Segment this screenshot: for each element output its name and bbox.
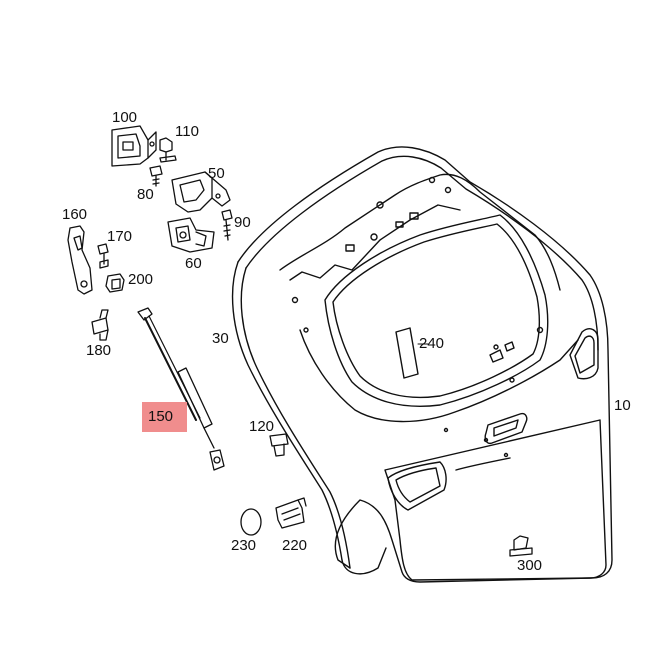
label-220: 220 xyxy=(282,537,308,554)
label-100: 100 xyxy=(112,109,138,126)
bolt-90-drawing xyxy=(221,209,233,241)
tailgate-shell xyxy=(231,146,613,583)
pin-180-drawing xyxy=(91,309,109,341)
label-300: 300 xyxy=(517,557,543,574)
label-10: 10 xyxy=(614,397,631,414)
buffer-220-drawing xyxy=(275,497,307,529)
label-60: 60 xyxy=(185,255,202,272)
label-80: 80 xyxy=(137,186,154,203)
stopper-300-drawing xyxy=(509,535,533,557)
label-200: 200 xyxy=(128,271,154,288)
bolt-80-drawing xyxy=(149,165,163,187)
label-240: 240 xyxy=(419,335,445,352)
label-30: 30 xyxy=(212,330,229,347)
clip-200-drawing xyxy=(105,273,125,293)
label-230: 230 xyxy=(231,537,257,554)
gas-strut-150-drawing xyxy=(137,307,225,471)
label-110: 110 xyxy=(175,123,199,140)
label-170: 170 xyxy=(107,228,133,245)
latch-60-drawing xyxy=(167,217,215,253)
label-150: 150 xyxy=(148,408,174,425)
bolt-110-drawing xyxy=(159,137,177,163)
label-180: 180 xyxy=(86,342,112,359)
label-50: 50 xyxy=(208,165,225,182)
cap-230-drawing xyxy=(240,508,262,536)
bracket-160-drawing xyxy=(67,225,93,295)
bolt-170-drawing xyxy=(97,243,109,269)
clip-120-drawing xyxy=(269,433,289,457)
label-120: 120 xyxy=(249,418,275,435)
bracket-50-drawing xyxy=(171,171,231,213)
label-90: 90 xyxy=(234,214,251,231)
label-160: 160 xyxy=(62,206,88,223)
hinge-100-drawing xyxy=(111,125,157,167)
highlight-150: 150 xyxy=(142,402,187,432)
